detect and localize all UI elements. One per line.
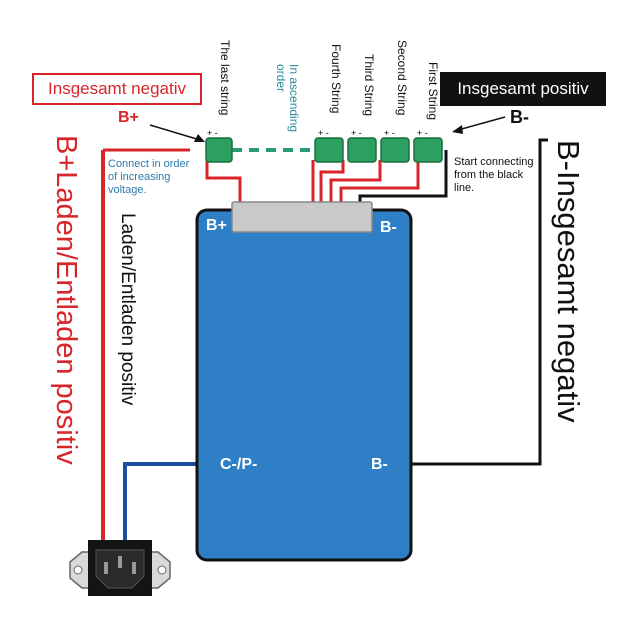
start-connecting-note: Start connecting from the black line. — [454, 156, 534, 195]
b-minus-arrowhead — [452, 125, 463, 134]
start-connecting-line-2: from the black — [454, 169, 524, 181]
second-string-connector — [380, 137, 410, 163]
third-string-label: Third String — [362, 54, 376, 117]
board-b-plus-label: B+ — [206, 217, 227, 234]
first-string-polarity: + - — [417, 128, 428, 138]
third-string-connector — [347, 137, 377, 163]
b-plus-arrowhead — [194, 134, 205, 142]
first-string-label: First String — [426, 62, 440, 121]
connect-order-line-3: voltage. — [108, 184, 147, 196]
last-string-polarity: + - — [207, 128, 218, 138]
b-plus-charge-discharge-positive-label: B+Laden/Entladen positiv — [50, 135, 82, 465]
connect-order-line-2: of increasing — [108, 171, 171, 183]
fourth-string-connector — [314, 137, 344, 163]
third-string-polarity: + - — [351, 128, 362, 138]
b-minus-arrow — [457, 116, 506, 131]
total-negative-label: Insgesamt negativ — [48, 79, 186, 98]
second-string-polarity: + - — [384, 128, 395, 138]
fourth-string-polarity: + - — [318, 128, 329, 138]
board-b-minus-side-label: B- — [371, 456, 388, 473]
b-minus-total-negative-label: B-Insgesamt negativ — [551, 140, 586, 423]
connect-order-line-1: Connect in order — [108, 158, 190, 170]
second-string-label: Second String — [395, 40, 409, 116]
last-string-wire — [205, 150, 242, 208]
board-c-p-minus-label: C-/P- — [220, 456, 258, 473]
last-string-connector — [205, 137, 233, 163]
board-header-connector — [231, 201, 373, 233]
start-connecting-line-3: line. — [454, 182, 475, 194]
ascending-order-note: In ascending order — [274, 64, 301, 133]
b-plus-arrow — [149, 124, 201, 141]
power-socket-icon — [69, 540, 171, 596]
third-string-wire — [319, 160, 345, 208]
total-positive-label: Insgesamt positiv — [457, 79, 589, 98]
b-plus-top-tag: B+ — [118, 109, 139, 126]
b-minus-main-wire — [392, 138, 548, 466]
first-string-connector — [413, 137, 443, 163]
start-connecting-line-1: Start connecting — [454, 156, 534, 168]
last-string-label: The last string — [218, 40, 232, 116]
b-minus-top-tag: B- — [510, 107, 529, 127]
charge-discharge-positive-label: Laden/Entladen positiv — [117, 213, 138, 406]
first-string-wire-red — [339, 160, 420, 208]
second-string-wire — [329, 160, 382, 208]
total-negative-header: Insgesamt negativ — [32, 73, 202, 105]
c-p-minus-wire — [123, 462, 218, 548]
fourth-string-label: Fourth String — [329, 44, 343, 114]
total-positive-header: Insgesamt positiv — [440, 72, 606, 106]
board-b-minus-top-label: B- — [380, 219, 397, 236]
connect-order-note: Connect in order of increasing voltage. — [108, 158, 189, 197]
bms-board — [195, 208, 413, 562]
